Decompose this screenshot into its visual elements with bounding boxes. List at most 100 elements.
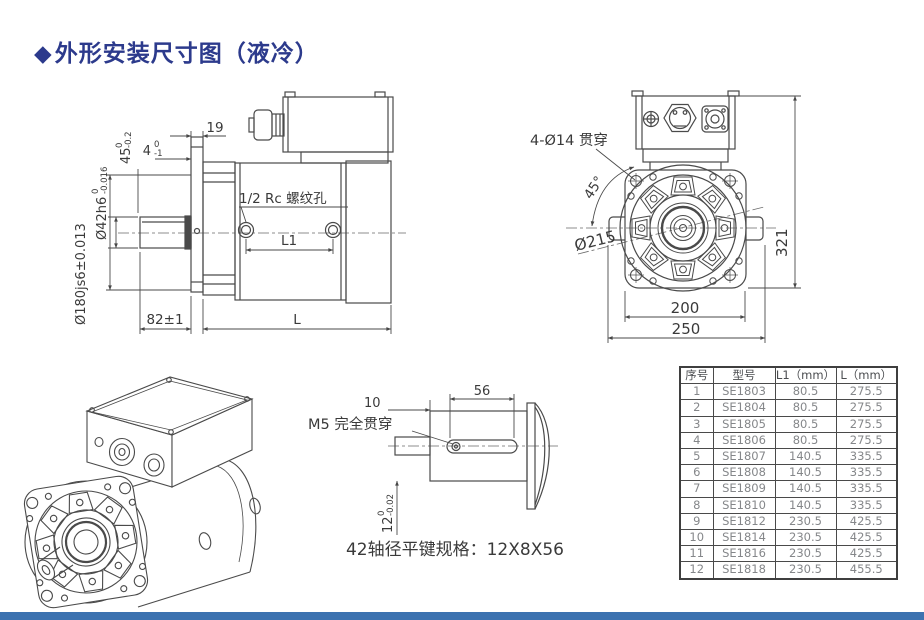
shaft-key-detail-drawing: 10 56 M5 完全贯穿 12 0 -0.02 42轴径平键规格：12X8X5… bbox=[308, 384, 564, 560]
table-cell: 7 bbox=[679, 480, 714, 498]
dim-4-tol-bottom: -1 bbox=[154, 149, 162, 159]
front-view-drawing: 4-Ø14 贯穿 45° Ø215 321 200 250 bbox=[530, 90, 801, 343]
table-cell: 80.5 bbox=[774, 415, 837, 433]
angle-45-label: 45° bbox=[581, 173, 607, 202]
dim-321-label: 321 bbox=[773, 228, 791, 257]
table-cell: 335.5 bbox=[835, 480, 898, 498]
m5-label: M5 完全贯穿 bbox=[308, 415, 392, 433]
table-cell: 80.5 bbox=[774, 383, 837, 401]
dim-215-label: Ø215 bbox=[573, 227, 618, 255]
table-cell: 80.5 bbox=[774, 399, 837, 417]
table-cell: 4 bbox=[679, 431, 714, 450]
diamond-bullet-icon: ◆ bbox=[34, 41, 53, 67]
dim-4-label: 4 bbox=[143, 144, 151, 159]
dim-56-label: 56 bbox=[474, 384, 491, 399]
table-cell: 80.5 bbox=[774, 431, 837, 450]
col-header-l: L（mm） bbox=[835, 366, 898, 385]
table-cell: SE1807 bbox=[712, 448, 776, 466]
dim-12-tol-bottom: -0.02 bbox=[386, 494, 396, 516]
table-cell: SE1818 bbox=[712, 561, 776, 580]
flange-holes bbox=[627, 173, 743, 285]
shaft-outline bbox=[394, 402, 550, 510]
table-cell: 275.5 bbox=[835, 415, 898, 433]
table-cell: 455.5 bbox=[835, 561, 898, 580]
table-cell: SE1806 bbox=[712, 431, 776, 450]
table-cell: 275.5 bbox=[835, 383, 898, 401]
table-cell: 140.5 bbox=[774, 496, 837, 514]
dim-12-tol-top: 0 bbox=[377, 511, 387, 516]
table-cell: 5 bbox=[679, 448, 714, 466]
dim-200-label: 200 bbox=[671, 299, 700, 317]
table-cell: SE1809 bbox=[712, 480, 776, 498]
col-header-index: 序号 bbox=[679, 366, 714, 385]
table-cell: 2 bbox=[679, 399, 714, 417]
dim-42-tol-top: 0 bbox=[91, 189, 101, 194]
table-cell: 425.5 bbox=[835, 529, 898, 547]
table-cell: 140.5 bbox=[774, 464, 837, 482]
table-cell: 425.5 bbox=[835, 512, 898, 531]
holes-label: 4-Ø14 贯穿 bbox=[530, 132, 608, 149]
table-cell: SE1812 bbox=[712, 512, 776, 531]
dim-42-tol-bottom: -0.016 bbox=[100, 167, 110, 194]
dim-45-tol-bottom: -0.2 bbox=[124, 131, 134, 148]
rc-port-label: 1/2 Rc 螺纹孔 bbox=[239, 191, 327, 207]
shaft-detail-labels: 10 56 M5 完全贯穿 12 0 -0.02 42轴径平键规格：12X8X5… bbox=[308, 384, 564, 560]
dim-12-label: 12 bbox=[381, 516, 396, 533]
table-cell: 8 bbox=[679, 496, 714, 514]
front-view-dimension-lines bbox=[590, 95, 801, 343]
iso-front-flange bbox=[23, 475, 149, 609]
table-cell: 6 bbox=[679, 464, 714, 482]
page-title-text: 外形安装尺寸图（液冷） bbox=[54, 41, 319, 67]
keyway-spec-caption: 42轴径平键规格：12X8X56 bbox=[346, 540, 564, 560]
iso-shaft bbox=[36, 546, 74, 581]
side-view-drawing: 1/2 Rc 螺纹孔 L1 19 4 0 -1 45 0 -0.2 Ø42h6 … bbox=[74, 91, 406, 334]
shaft-dimension-lines bbox=[388, 394, 515, 535]
dim-45-tol-top: 0 bbox=[115, 143, 125, 148]
side-view-labels: 1/2 Rc 螺纹孔 L1 19 4 0 -1 45 0 -0.2 Ø42h6 … bbox=[74, 120, 327, 328]
table-cell: 230.5 bbox=[774, 545, 837, 563]
table-cell: 335.5 bbox=[835, 496, 898, 514]
dim-19-label: 19 bbox=[206, 120, 223, 136]
col-header-model: 型号 bbox=[712, 366, 776, 385]
spoke-wheel bbox=[631, 176, 735, 280]
table-cell: SE1804 bbox=[712, 399, 776, 417]
table-cell: 140.5 bbox=[774, 448, 837, 466]
isometric-view-drawing bbox=[23, 376, 261, 609]
table-cell: SE1816 bbox=[712, 545, 776, 563]
motor-outline bbox=[139, 91, 394, 304]
table-cell: 335.5 bbox=[835, 464, 898, 482]
dim-10-label: 10 bbox=[364, 396, 381, 411]
footer-accent-bar bbox=[0, 612, 924, 620]
page-title: ◆外形安装尺寸图（液冷） bbox=[34, 34, 319, 68]
dim-l-label: L bbox=[293, 312, 301, 328]
side-view-dimension-lines bbox=[106, 131, 392, 334]
table-cell: 230.5 bbox=[774, 512, 837, 531]
table-cell: SE1808 bbox=[712, 464, 776, 482]
table-cell: 275.5 bbox=[835, 431, 898, 450]
dim-42h6-label: Ø42h6 bbox=[95, 197, 110, 240]
table-cell: SE1814 bbox=[712, 529, 776, 547]
table-cell: 9 bbox=[679, 512, 714, 531]
table-cell: 275.5 bbox=[835, 399, 898, 417]
dim-l1-label: L1 bbox=[281, 233, 297, 249]
table-cell: 10 bbox=[679, 529, 714, 547]
dim-180js6-label: Ø180js6±0.013 bbox=[74, 223, 89, 325]
iso-junction-box bbox=[85, 376, 254, 488]
table-cell: 230.5 bbox=[774, 561, 837, 580]
front-view-labels: 4-Ø14 贯穿 45° Ø215 321 200 250 bbox=[530, 132, 791, 338]
table-cell: SE1803 bbox=[712, 383, 776, 401]
dim-82-label: 82±1 bbox=[146, 312, 183, 328]
